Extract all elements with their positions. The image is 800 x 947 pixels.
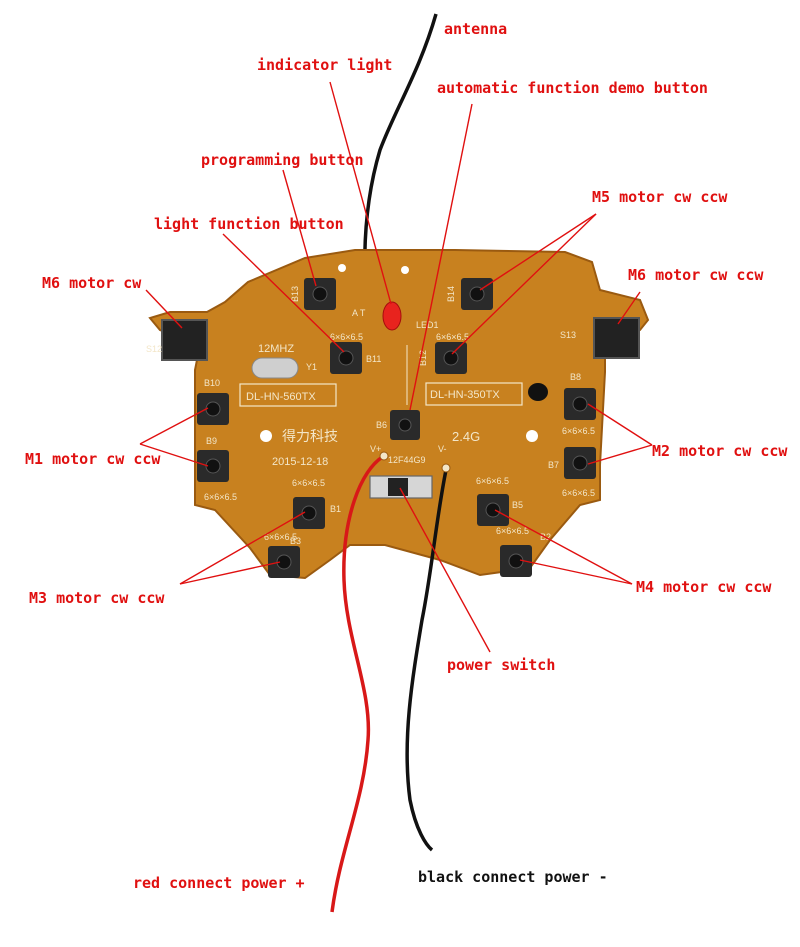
ref-b12: B12 [418, 350, 428, 366]
chip-text: 12F44G9 [388, 455, 426, 465]
crystal-text: 12MHZ [258, 343, 294, 355]
leader-programming [282, 169, 317, 287]
date-text: 2015-12-18 [272, 456, 328, 468]
button-b8 [564, 388, 596, 420]
leader-m3-a [179, 511, 306, 585]
leader-indicator [329, 81, 392, 305]
leader-power-switch [399, 487, 491, 653]
mount-hole [260, 430, 272, 442]
leader-m2-b [587, 444, 653, 465]
ref-b9: B9 [206, 436, 217, 446]
vminus-pad [441, 463, 451, 473]
button-b1 [293, 497, 325, 529]
button-b10 [197, 393, 229, 425]
leader-m6-left [145, 289, 183, 329]
ref-b13: B13 [290, 286, 300, 302]
switch-s13 [593, 317, 640, 359]
silk-frame-right [425, 382, 523, 406]
ref-s13: S13 [560, 330, 576, 340]
vplus-pad [379, 451, 389, 461]
ref-b6: B6 [376, 420, 387, 430]
label-indicator-light: indicator light [257, 56, 393, 74]
model-right: DL-HN-350TX [430, 389, 500, 401]
label-light-function: light function button [154, 215, 344, 233]
button-b13 [304, 278, 336, 310]
btn-size-b11: 6×6×6.5 [330, 332, 363, 342]
ref-b11: B11 [366, 354, 381, 364]
leader-m1-b [139, 443, 209, 467]
indicator-led [382, 301, 402, 331]
ref-b5: B5 [512, 500, 523, 510]
btn-size-b7: 6×6×6.5 [562, 488, 595, 498]
ant-ref: A T [352, 308, 366, 318]
button-b2 [500, 545, 532, 577]
label-m4: M4 motor cw ccw [636, 578, 772, 596]
button-b11 [330, 342, 362, 374]
vminus-text: V- [438, 444, 447, 454]
label-power-switch: power switch [447, 656, 556, 674]
ref-b7: B7 [548, 460, 559, 470]
label-m1: M1 motor cw ccw [25, 450, 161, 468]
power-switch-slider [388, 478, 408, 496]
leader-m6-right [617, 291, 641, 325]
btn-size-b2: 6×6×6.5 [496, 526, 529, 536]
switch-s12 [161, 319, 208, 361]
mount-hole [526, 430, 538, 442]
leader-light [222, 233, 345, 353]
label-antenna: antenna [444, 20, 508, 38]
button-b7 [564, 447, 596, 479]
btn-size-b12: 6×6×6.5 [436, 332, 469, 342]
button-b12 [435, 342, 467, 374]
btn-size-b3: 6×6×6.5 [264, 532, 297, 542]
chinese-brand: 得力科技 [282, 428, 338, 444]
label-m5: M5 motor cw ccw [592, 188, 728, 206]
leader-m2-a [587, 403, 653, 446]
label-auto-demo: automatic function demo button [437, 79, 708, 97]
btn-size-b9: 6×6×6.5 [204, 492, 237, 502]
ref-b1: B1 [330, 504, 341, 514]
label-m3: M3 motor cw ccw [29, 589, 165, 607]
ref-b8: B8 [570, 372, 581, 382]
crystal-ref: Y1 [306, 362, 317, 372]
button-b5 [477, 494, 509, 526]
ref-b10: B10 [204, 378, 220, 388]
leader-m5-a [479, 213, 597, 291]
button-b6 [390, 410, 420, 440]
label-m6-right: M6 motor cw ccw [628, 266, 764, 284]
btn-size-b8: 6×6×6.5 [562, 426, 595, 436]
leader-m5-b [451, 213, 597, 355]
black-wire [405, 469, 448, 852]
btn-size-b1: 6×6×6.5 [292, 478, 325, 488]
label-black-power: black connect power - [418, 868, 608, 886]
mount-hole [338, 264, 346, 272]
button-b14 [461, 278, 493, 310]
ref-b3: B3 [290, 536, 301, 546]
chip-blob [528, 383, 548, 401]
leader-m4-a [494, 509, 633, 585]
antenna-wire [363, 13, 438, 301]
label-m6-left: M6 motor cw [42, 274, 142, 292]
btn-size-b5: 6×6×6.5 [476, 476, 509, 486]
leader-m4-b [519, 559, 633, 585]
red-wire [330, 454, 385, 913]
ref-s12: S12 [146, 344, 162, 354]
leader-m1-a [139, 407, 209, 445]
label-programming: programming button [201, 151, 364, 169]
freq-text: 2.4G [452, 429, 480, 444]
silk-frame-left [239, 383, 337, 407]
model-left: DL-HN-560TX [246, 391, 316, 403]
leader-lines [139, 81, 653, 653]
crystal [251, 357, 299, 379]
vplus-text: V+ [370, 444, 381, 454]
button-b3 [268, 546, 300, 578]
leader-auto-demo [409, 103, 473, 411]
leader-m3-b [179, 561, 281, 585]
ref-b14: B14 [446, 286, 456, 302]
mount-hole [401, 266, 409, 274]
button-b9 [197, 450, 229, 482]
label-m2: M2 motor cw ccw [652, 442, 788, 460]
label-red-power: red connect power + [133, 874, 305, 892]
